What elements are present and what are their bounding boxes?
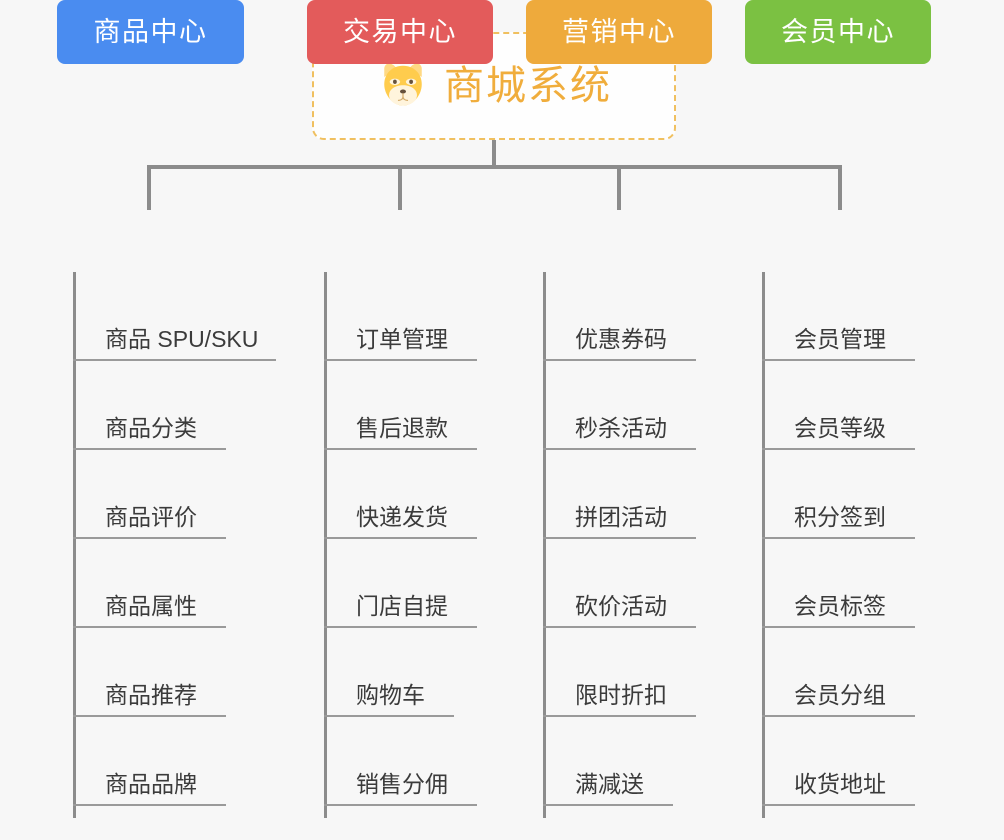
leaf-underline [324, 448, 477, 450]
trunk-2 [543, 272, 546, 818]
leaf-underline [543, 804, 673, 806]
leaf-label: 限时折扣 [575, 682, 667, 708]
dog-face-icon [384, 63, 422, 106]
leaf-label: 商品推荐 [105, 682, 197, 708]
category-label-2: 营销中心 [562, 16, 676, 47]
leaf-underline [73, 448, 226, 450]
leaf-label: 商品属性 [105, 593, 197, 619]
leaf-label: 销售分佣 [356, 771, 448, 797]
leaf-underline [324, 626, 477, 628]
leaf-label: 购物车 [356, 682, 425, 708]
leaf-label: 拼团活动 [575, 504, 667, 530]
leaf-underline [543, 359, 696, 361]
leaf-underline [543, 448, 696, 450]
leaf-label: 会员管理 [794, 326, 886, 352]
leaf-underline [324, 715, 454, 717]
leaf-label: 商品评价 [105, 504, 197, 530]
leaf-label: 砍价活动 [575, 593, 667, 619]
category-label-3: 会员中心 [781, 16, 895, 47]
leaf-label: 收货地址 [794, 771, 886, 797]
category-label-1: 交易中心 [343, 16, 457, 47]
connector-drop-4 [838, 165, 842, 210]
trunk-1 [324, 272, 327, 818]
leaf-underline [73, 715, 226, 717]
leaf-underline [73, 537, 226, 539]
leaf-label: 优惠券码 [575, 326, 667, 352]
leaf-label: 会员分组 [794, 682, 886, 708]
leaf-underline [543, 626, 696, 628]
category-box-2[interactable]: 营销中心 [526, 0, 712, 64]
category-box-0[interactable]: 商品中心 [57, 0, 244, 64]
connector-horizontal-bus [149, 165, 841, 169]
leaf-underline [324, 537, 477, 539]
leaf-label: 门店自提 [356, 593, 448, 619]
trunk-3 [762, 272, 765, 818]
leaf-label: 快递发货 [356, 504, 448, 530]
connector-drop-1 [147, 165, 151, 210]
leaf-label: 秒杀活动 [575, 415, 667, 441]
category-box-1[interactable]: 交易中心 [307, 0, 493, 64]
leaf-underline [73, 359, 276, 361]
leaf-underline [543, 715, 696, 717]
leaf-underline [324, 804, 477, 806]
leaf-label: 商品品牌 [105, 771, 197, 797]
leaf-underline [762, 804, 915, 806]
connector-drop-3 [617, 165, 621, 210]
leaf-underline [324, 359, 477, 361]
trunk-0 [73, 272, 76, 818]
leaf-underline [762, 715, 915, 717]
leaf-underline [762, 359, 915, 361]
leaf-label: 会员标签 [794, 593, 886, 619]
leaf-underline [543, 537, 696, 539]
root-title: 商城系统 [444, 64, 612, 108]
leaf-label: 商品分类 [105, 415, 197, 441]
connector-drop-2 [398, 165, 402, 210]
category-box-3[interactable]: 会员中心 [745, 0, 931, 64]
leaf-label: 满减送 [575, 771, 644, 797]
leaf-underline [762, 626, 915, 628]
leaf-underline [762, 448, 915, 450]
category-label-0: 商品中心 [93, 16, 208, 47]
leaf-label: 积分签到 [794, 504, 886, 530]
leaf-underline [73, 804, 226, 806]
leaf-label: 售后退款 [356, 415, 448, 441]
leaf-label: 商品 SPU/SKU [105, 326, 259, 352]
leaf-label: 订单管理 [356, 326, 448, 352]
leaf-underline [762, 537, 915, 539]
leaf-label: 会员等级 [794, 415, 886, 441]
leaf-underline [73, 626, 226, 628]
connector-root-stem [492, 140, 496, 167]
